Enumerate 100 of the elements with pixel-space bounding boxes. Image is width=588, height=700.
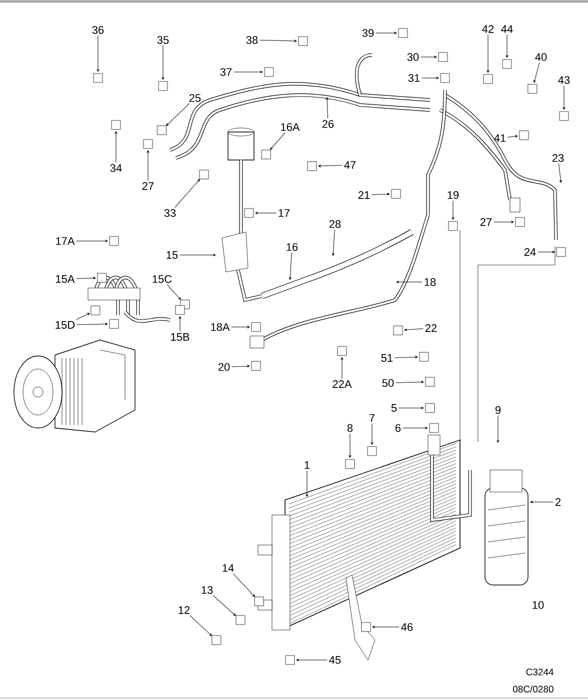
leader-line [76,276,96,280]
leader-line [332,229,335,256]
callout-number: 33 [164,209,176,217]
callout-number: 40 [535,53,547,61]
callout-number: 2 [556,498,561,506]
callout-number: 42 [482,25,494,33]
leader-line [178,316,182,332]
callout-number: 15C [152,275,172,283]
leader-line [76,240,108,242]
callout-number: 31 [408,74,420,82]
leader-line [496,415,500,443]
leader-line [348,433,352,458]
leader-line [76,312,90,320]
leader-line [114,131,118,163]
callout-number: 43 [558,76,570,84]
leader-line [166,284,181,300]
callout-number: 14 [222,564,234,572]
leader-line [394,356,418,358]
callout-number: 38 [246,36,258,44]
leader-line [255,212,276,214]
callout-number: 25 [189,94,201,102]
callout-number: 39 [362,29,374,37]
callout-number: 51 [381,354,393,362]
callout-number: 16A [281,123,300,131]
callout-number: 12 [178,606,190,614]
leader-line [372,626,400,628]
leader-line [396,280,422,284]
callout-number: 22A [332,380,352,388]
leader-line [180,254,216,256]
callout-number: 1 [304,461,310,469]
leader-line [538,250,555,254]
callout-number: 17 [278,209,290,217]
leader-line [232,573,255,597]
callout-number: 37 [220,68,232,76]
callout-number: 36 [92,26,104,34]
leader-line [296,658,328,662]
leader-line [404,328,424,331]
leader-line [289,252,292,280]
callout-number: 13 [202,586,213,594]
callout-number: 18A [211,323,230,331]
callout-number: 44 [501,25,513,33]
callout-number: 18 [424,278,436,286]
leader-line [260,40,297,42]
leader-line [96,35,100,72]
callout-number: 23 [552,154,564,162]
leader-line [234,70,263,74]
leader-line [506,34,508,58]
leader-line [340,357,344,379]
leader-line [318,164,342,168]
leader-line [232,364,250,368]
leader-line [372,192,390,196]
leader-line [146,150,150,181]
leader-line [270,132,286,150]
callout-number: 19 [448,191,459,199]
leader-line [213,595,236,616]
leader-line [231,326,250,328]
leader-line [190,615,212,636]
leader-line [326,97,328,119]
callout-number: 27 [480,218,492,226]
callout-number: 28 [329,220,341,228]
leader-line [530,500,554,504]
leader-line [370,423,374,445]
callout-number: 15D [56,321,75,329]
callout-number: 15 [166,251,178,259]
callout-number: 50 [382,379,394,387]
leader-line [376,32,397,34]
leader-line [396,380,424,384]
leader-line [174,179,200,208]
leader-line [420,56,437,58]
leader-line [166,103,190,126]
drawing-code: C3244 [526,668,554,676]
leader-line [558,163,562,183]
leader-line [398,406,424,410]
leader-line [162,45,164,80]
leader-line [494,220,514,224]
callout-number: 5 [391,404,397,412]
callout-number: 10 [532,601,544,609]
callout-number: 7 [370,414,375,422]
callout-number: 16 [286,243,298,251]
leader-line [402,426,428,430]
leader-line [452,200,454,220]
callout-number: 30 [407,53,419,61]
leader-line [508,135,518,138]
callout-number: 17A [56,237,75,245]
leader-line [422,76,439,80]
leader-line [562,85,566,110]
leader-line [306,470,308,497]
callout-number: 8 [347,424,353,432]
callout-number: 41 [494,134,506,142]
callout-number: 46 [401,623,413,631]
callout-number: 26 [322,120,334,128]
callout-number: 9 [495,406,501,414]
callout-number: 21 [358,191,370,199]
callout-number: 24 [524,248,536,256]
callout-number: 27 [142,182,154,190]
callout-number: 35 [157,36,169,44]
callout-number: 6 [396,424,401,432]
callout-number: 15B [171,333,190,341]
callout-number: 47 [344,161,356,169]
callout-number: 22 [425,324,437,332]
